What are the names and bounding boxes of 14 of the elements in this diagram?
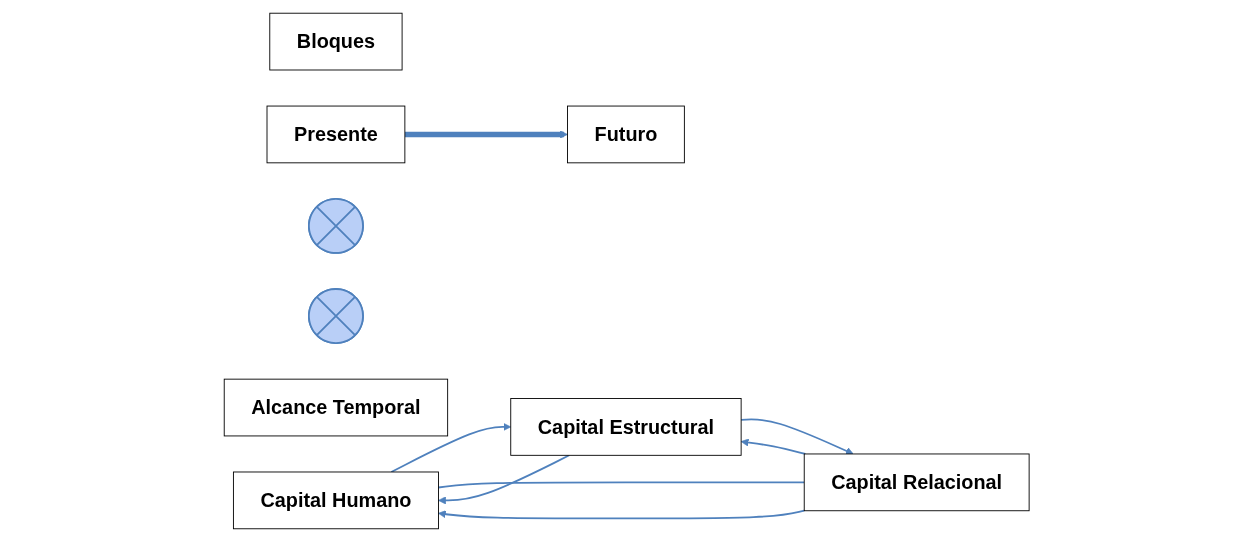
node-box: Bloques	[269, 12, 403, 71]
node-box: Alcance Temporal	[224, 378, 449, 437]
arrow	[740, 418, 854, 455]
arrow	[390, 422, 512, 473]
node-box: Futuro	[567, 105, 686, 164]
node-box: Capital Relacional	[804, 453, 1030, 512]
arrow	[405, 130, 569, 139]
node-box: Capital Humano	[233, 471, 440, 530]
connector	[437, 481, 806, 489]
arrow	[438, 454, 571, 505]
arrow	[741, 438, 807, 455]
arrow	[438, 509, 806, 520]
node-box: Capital Estructural	[510, 398, 742, 456]
node-box: Presente	[266, 105, 406, 164]
